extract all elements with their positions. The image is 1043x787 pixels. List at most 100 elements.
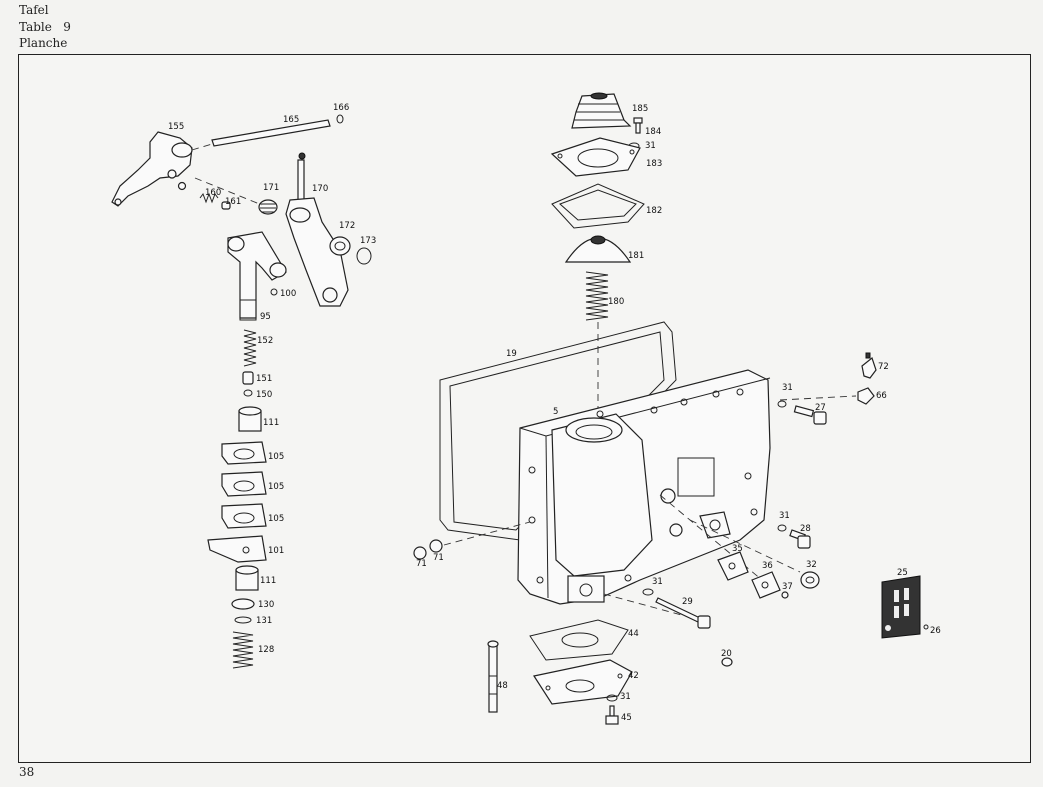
diagram-frame xyxy=(18,54,1031,763)
needle-bearing-171 xyxy=(258,199,278,215)
cover-plate-42 xyxy=(533,659,633,705)
callout-111-upper: 111 xyxy=(263,418,279,428)
callout-19: 19 xyxy=(506,349,517,359)
spring-180 xyxy=(585,271,609,321)
header-table: Table 9 xyxy=(19,19,71,34)
bolt-45 xyxy=(605,705,619,725)
nut-32 xyxy=(800,571,820,589)
callout-173: 173 xyxy=(360,236,376,246)
circlip-173 xyxy=(356,247,372,265)
detent-151 xyxy=(242,371,254,385)
callout-105-b: 105 xyxy=(268,482,284,492)
callout-31-bottom: 31 xyxy=(620,692,631,702)
callout-152: 152 xyxy=(257,336,273,346)
callout-31-low: 31 xyxy=(652,577,663,587)
callout-180: 180 xyxy=(608,297,624,307)
plug-28 xyxy=(789,529,811,549)
callout-31-top: 31 xyxy=(645,141,656,151)
breather-body-66 xyxy=(779,387,875,405)
spring-152 xyxy=(243,329,257,367)
callout-31-right: 31 xyxy=(782,383,793,393)
callout-44: 44 xyxy=(628,629,639,639)
callout-37: 37 xyxy=(782,582,793,592)
callout-28: 28 xyxy=(800,524,811,534)
callout-71-left: 71 xyxy=(416,559,427,569)
circlip-131 xyxy=(234,616,252,624)
callout-27: 27 xyxy=(815,403,826,413)
shaft-165 xyxy=(191,119,331,151)
gasket-44 xyxy=(529,619,629,661)
callout-72: 72 xyxy=(878,362,889,372)
callout-165: 165 xyxy=(283,115,299,125)
callout-48: 48 xyxy=(497,681,508,691)
screw-37 xyxy=(781,591,789,599)
flange-183 xyxy=(550,137,641,177)
gate-105-b xyxy=(221,471,267,497)
callout-5: 5 xyxy=(553,407,558,417)
header-planche: Planche xyxy=(19,36,68,50)
gate-105-a xyxy=(221,441,267,465)
plate-101 xyxy=(207,535,267,563)
callout-101: 101 xyxy=(268,546,284,556)
breather-cap-72 xyxy=(861,352,877,379)
callout-166: 166 xyxy=(333,103,349,113)
ball-150 xyxy=(243,389,253,397)
washer-172 xyxy=(329,236,351,256)
gate-105-c xyxy=(221,503,267,529)
callout-25: 25 xyxy=(897,568,908,578)
washer-31-low xyxy=(642,588,654,596)
boot-185 xyxy=(571,92,632,129)
callout-183: 183 xyxy=(646,159,662,169)
callout-184: 184 xyxy=(645,127,661,137)
callout-42: 42 xyxy=(628,671,639,681)
washer-20 xyxy=(721,657,733,667)
callout-66: 66 xyxy=(876,391,887,401)
callout-172: 172 xyxy=(339,221,355,231)
callout-131: 131 xyxy=(256,616,272,626)
callout-95: 95 xyxy=(260,312,271,322)
callout-170: 170 xyxy=(312,184,328,194)
washer-31-mid xyxy=(777,524,787,532)
callout-111-lower: 111 xyxy=(260,576,276,586)
bolt-184 xyxy=(633,117,643,134)
pin-161 xyxy=(221,201,231,210)
rivet-26 xyxy=(923,624,929,630)
gear-housing-5 xyxy=(517,369,771,605)
callout-151: 151 xyxy=(256,374,272,384)
callout-181: 181 xyxy=(628,251,644,261)
callout-71-right: 71 xyxy=(433,553,444,563)
spring-128 xyxy=(232,631,254,669)
ring-166 xyxy=(336,114,344,124)
callout-130: 130 xyxy=(258,600,274,610)
callout-100: 100 xyxy=(280,289,296,299)
cover-181 xyxy=(564,235,632,263)
callout-155: 155 xyxy=(168,122,184,132)
lever-170 xyxy=(285,152,349,307)
callout-105-a: 105 xyxy=(268,452,284,462)
callout-31-mid: 31 xyxy=(779,511,790,521)
washer-130 xyxy=(231,598,255,610)
callout-160: 160 xyxy=(205,188,221,198)
page-number: 38 xyxy=(19,765,35,779)
callout-20: 20 xyxy=(721,649,732,659)
callout-171: 171 xyxy=(263,183,279,193)
bushing-111-lower xyxy=(235,565,259,591)
callout-32: 32 xyxy=(806,560,817,570)
header-tafel: Tafel xyxy=(19,3,49,17)
plug-71-left xyxy=(413,546,427,560)
plug-27 xyxy=(793,405,827,425)
cover-35 xyxy=(717,551,749,581)
callout-161: 161 xyxy=(225,197,241,207)
washer-31-right xyxy=(777,400,787,408)
callout-35: 35 xyxy=(732,544,743,554)
callout-105-c: 105 xyxy=(268,514,284,524)
callout-128: 128 xyxy=(258,645,274,655)
callout-150: 150 xyxy=(256,390,272,400)
callout-182: 182 xyxy=(646,206,662,216)
page-header: Tafel Table 9 Planche xyxy=(19,2,71,52)
bolt-29 xyxy=(655,597,711,629)
callout-29: 29 xyxy=(682,597,693,607)
callout-185: 185 xyxy=(632,104,648,114)
shift-lever-155 xyxy=(111,131,193,207)
